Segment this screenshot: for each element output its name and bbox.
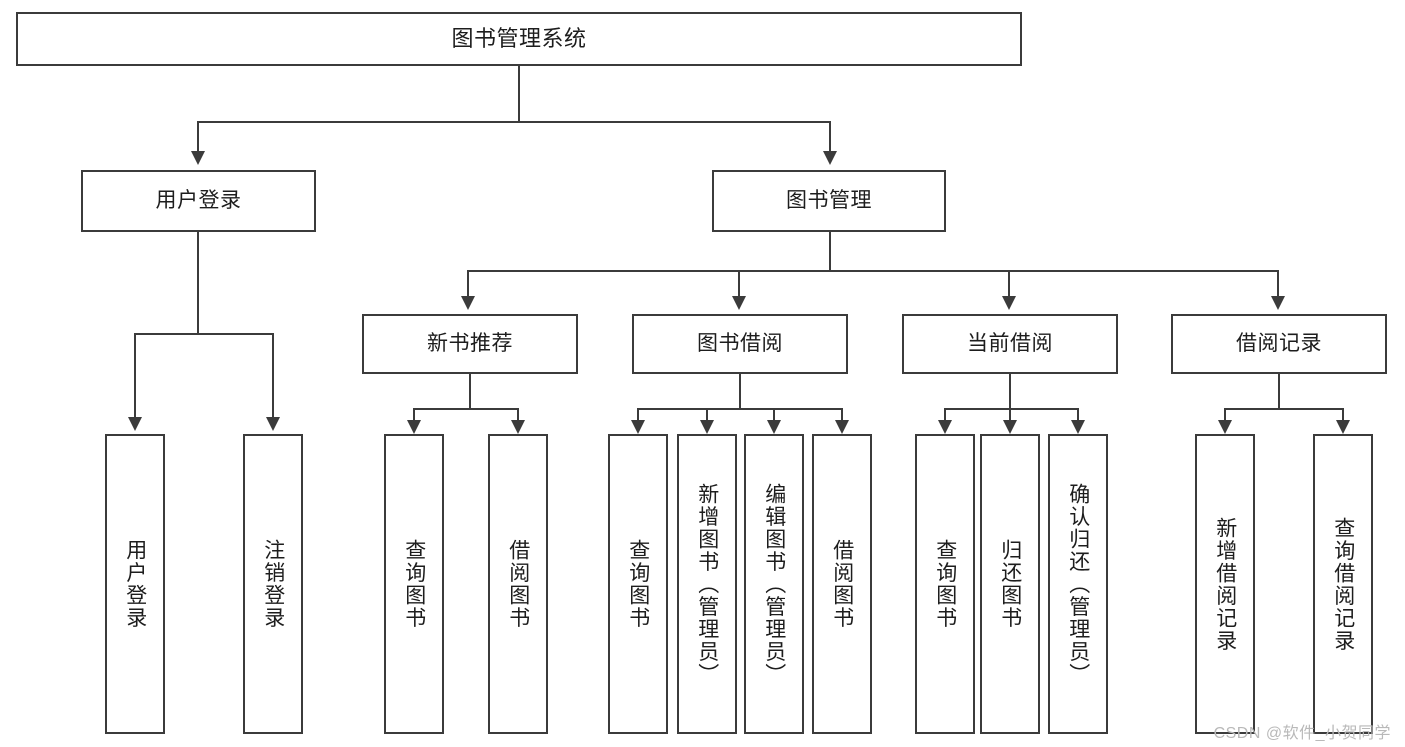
node-label: 用户登录: [155, 188, 242, 212]
arrow-user-login: [191, 151, 205, 165]
edge-nbr-bus: [413, 408, 519, 410]
arrow-book-borrow: [732, 296, 746, 310]
edge-nbr-drop-1: [413, 408, 415, 422]
edge-drop-user-login: [197, 121, 199, 153]
node-label: 新书推荐: [427, 331, 513, 355]
edge-level3-drop-4: [1277, 270, 1279, 298]
edge-user-login-drop-2: [272, 333, 274, 419]
node-current-borrow[interactable]: 当前借阅: [902, 314, 1118, 374]
node-label: 图书管理: [786, 188, 872, 212]
arrow-book-manage: [823, 151, 837, 165]
leaf-book-borrow-query[interactable]: 查询图书: [608, 434, 668, 734]
arrow-current-borrow: [1002, 296, 1016, 310]
node-new-book-recommend[interactable]: 新书推荐: [362, 314, 578, 374]
node-user-login[interactable]: 用户登录: [81, 170, 316, 232]
arrow-leaf-user-login-1: [128, 417, 142, 431]
leaf-borrow-record-add[interactable]: 新增借阅记录: [1195, 434, 1255, 734]
leaf-book-borrow-add[interactable]: 新增图书（管理员）: [677, 434, 737, 734]
node-label: 图书管理系统: [451, 26, 587, 52]
arrow-leaf-bb-3: [767, 420, 781, 434]
edge-nbr-drop-2: [517, 408, 519, 422]
node-label: 查询图书: [626, 539, 650, 629]
node-label: 图书借阅: [697, 331, 783, 355]
edge-user-login-bus: [134, 333, 273, 335]
node-borrow-record[interactable]: 借阅记录: [1171, 314, 1387, 374]
node-label: 借阅图书: [506, 539, 530, 629]
node-label: 用户登录: [123, 539, 147, 629]
node-book-management[interactable]: 图书管理: [712, 170, 946, 232]
arrow-leaf-bb-4: [835, 420, 849, 434]
node-label: 归还图书: [998, 539, 1022, 629]
arrow-leaf-nbr-1: [407, 420, 421, 434]
edge-level2-bus: [197, 121, 831, 123]
edge-cb-drop-1: [944, 408, 946, 422]
node-label: 编辑图书（管理员）: [762, 482, 786, 686]
edge-user-login-stem: [197, 232, 199, 334]
node-label: 新增借阅记录: [1213, 516, 1237, 652]
edge-bb-drop-4: [841, 408, 843, 422]
edge-bb-drop-2: [706, 408, 708, 422]
node-label: 查询图书: [402, 539, 426, 629]
leaf-book-borrow-borrow[interactable]: 借阅图书: [812, 434, 872, 734]
leaf-new-book-query[interactable]: 查询图书: [384, 434, 444, 734]
edge-level3-drop-3: [1008, 270, 1010, 298]
node-book-borrow[interactable]: 图书借阅: [632, 314, 848, 374]
arrow-leaf-bb-1: [631, 420, 645, 434]
edge-book-manage-stem: [829, 232, 831, 271]
arrow-leaf-cb-1: [938, 420, 952, 434]
arrow-leaf-user-login-2: [266, 417, 280, 431]
edge-nbr-stem: [469, 374, 471, 409]
edge-user-login-drop-1: [134, 333, 136, 419]
edge-bb-bus: [637, 408, 843, 410]
leaf-user-login-logout[interactable]: 注销登录: [243, 434, 303, 734]
leaf-current-borrow-query[interactable]: 查询图书: [915, 434, 975, 734]
edge-cb-drop-2: [1009, 408, 1011, 422]
leaf-borrow-record-query[interactable]: 查询借阅记录: [1313, 434, 1373, 734]
edge-level3-drop-1: [467, 270, 469, 298]
node-label: 借阅图书: [830, 539, 854, 629]
leaf-new-book-borrow[interactable]: 借阅图书: [488, 434, 548, 734]
node-root-system[interactable]: 图书管理系统: [16, 12, 1022, 66]
edge-br-drop-1: [1224, 408, 1226, 422]
node-label: 借阅记录: [1236, 331, 1322, 355]
node-label: 查询图书: [933, 539, 957, 629]
edge-level3-bus: [467, 270, 1279, 272]
edge-bb-drop-3: [773, 408, 775, 422]
leaf-user-login-login[interactable]: 用户登录: [105, 434, 165, 734]
leaf-book-borrow-edit[interactable]: 编辑图书（管理员）: [744, 434, 804, 734]
node-label: 新增图书（管理员）: [695, 482, 719, 686]
edge-cb-drop-3: [1077, 408, 1079, 422]
leaf-current-borrow-return[interactable]: 归还图书: [980, 434, 1040, 734]
edge-level3-drop-2: [738, 270, 740, 298]
arrow-leaf-cb-2: [1003, 420, 1017, 434]
edge-cb-stem: [1009, 374, 1011, 409]
edge-drop-book-manage: [829, 121, 831, 153]
edge-bb-drop-1: [637, 408, 639, 422]
leaf-current-borrow-confirm-return[interactable]: 确认归还（管理员）: [1048, 434, 1108, 734]
arrow-leaf-bb-2: [700, 420, 714, 434]
node-label: 当前借阅: [967, 331, 1053, 355]
edge-cb-bus: [944, 408, 1079, 410]
arrow-leaf-cb-3: [1071, 420, 1085, 434]
edge-root-stem: [518, 66, 520, 122]
watermark: CSDN @软件_小贺同学: [1213, 725, 1391, 742]
arrow-leaf-br-1: [1218, 420, 1232, 434]
node-label: 注销登录: [261, 539, 285, 629]
arrow-borrow-record: [1271, 296, 1285, 310]
edge-br-stem: [1278, 374, 1280, 409]
arrow-leaf-br-2: [1336, 420, 1350, 434]
node-label: 确认归还（管理员）: [1066, 482, 1090, 686]
arrow-leaf-nbr-2: [511, 420, 525, 434]
edge-bb-stem: [739, 374, 741, 409]
node-label: 查询借阅记录: [1331, 516, 1355, 652]
edge-br-bus: [1224, 408, 1344, 410]
edge-br-drop-2: [1342, 408, 1344, 422]
arrow-new-book-recommend: [461, 296, 475, 310]
